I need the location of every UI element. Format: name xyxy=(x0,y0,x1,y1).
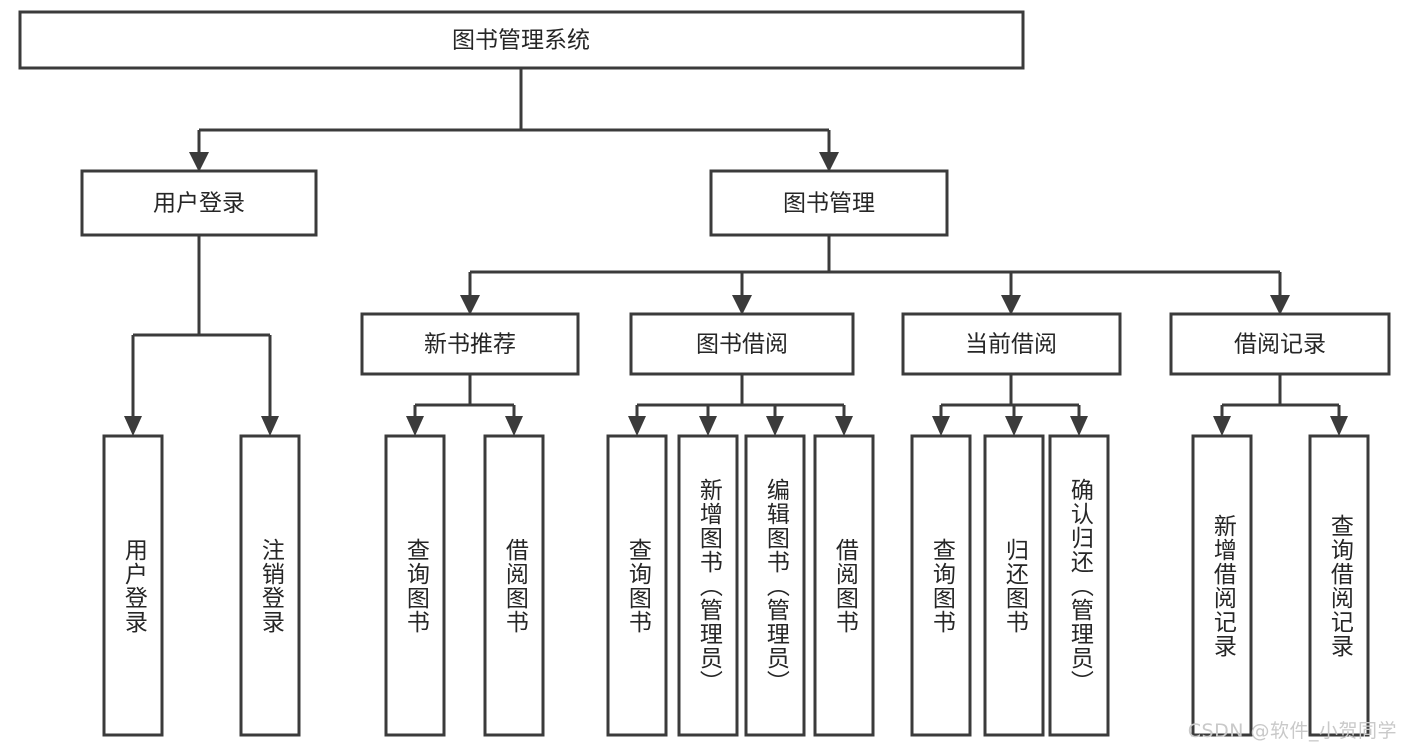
leaf-boxes-group xyxy=(102,434,1370,737)
node-user-login[interactable]: 用户登录 xyxy=(80,169,318,237)
node-box-user-login[interactable] xyxy=(80,169,318,237)
node-box-leaf-add-borrow-record[interactable] xyxy=(1191,434,1253,737)
node-book-manage[interactable]: 图书管理 xyxy=(709,169,949,237)
node-label-root: 图书管理系统 xyxy=(452,28,590,54)
node-book-borrow[interactable]: 图书借阅 xyxy=(629,312,855,376)
node-label-book-borrow: 图书借阅 xyxy=(696,332,788,358)
arrow-head-leaf-user-login xyxy=(124,416,142,436)
node-box-leaf-query-borrow-record[interactable] xyxy=(1308,434,1370,737)
node-box-leaf-borrow-book-1[interactable] xyxy=(483,434,545,737)
node-box-leaf-query-book-3[interactable] xyxy=(910,434,972,737)
node-root[interactable]: 图书管理系统 xyxy=(18,10,1025,70)
node-borrow-record[interactable]: 借阅记录 xyxy=(1169,312,1391,376)
node-box-leaf-logout[interactable] xyxy=(239,434,301,737)
arrow-head-leaf-confirm-return xyxy=(1070,416,1088,436)
node-label-new-book-recommend: 新书推荐 xyxy=(424,332,516,358)
arrow-head-book-borrow xyxy=(732,295,752,315)
node-box-root[interactable] xyxy=(18,10,1025,70)
node-box-book-manage[interactable] xyxy=(709,169,949,237)
arrow-head-borrow-record xyxy=(1270,295,1290,315)
node-label-current-borrow: 当前借阅 xyxy=(965,332,1057,358)
node-box-leaf-query-book-1[interactable] xyxy=(384,434,446,737)
node-box-borrow-record[interactable] xyxy=(1169,312,1391,376)
arrow-head-leaf-logout xyxy=(261,416,279,436)
arrow-head-leaf-edit-book xyxy=(766,416,784,436)
arrow-head-leaf-return-book xyxy=(1005,416,1023,436)
arrow-head-leaf-borrow-book-1 xyxy=(505,416,523,436)
node-box-leaf-add-book-admin[interactable] xyxy=(677,434,739,737)
arrow-head-leaf-query-book-2 xyxy=(628,416,646,436)
arrow-head-leaf-query-record xyxy=(1330,416,1348,436)
node-box-leaf-edit-book-admin[interactable] xyxy=(744,434,806,737)
node-box-leaf-borrow-book-2[interactable] xyxy=(813,434,875,737)
node-new-book-recommend[interactable]: 新书推荐 xyxy=(360,312,580,376)
arrow-head-leaf-query-book-3 xyxy=(932,416,950,436)
arrow-head-leaf-borrow-book-2 xyxy=(835,416,853,436)
node-box-leaf-query-book-2[interactable] xyxy=(606,434,668,737)
connectors-group xyxy=(124,68,1348,436)
arrow-head-current-borrow xyxy=(1001,295,1021,315)
node-box-current-borrow[interactable] xyxy=(901,312,1122,376)
arrow-head-user-login xyxy=(189,152,209,172)
node-current-borrow[interactable]: 当前借阅 xyxy=(901,312,1122,376)
arrow-head-leaf-add-book xyxy=(699,416,717,436)
node-label-user-login: 用户登录 xyxy=(153,191,245,217)
node-box-leaf-user-login[interactable] xyxy=(102,434,164,737)
node-box-book-borrow[interactable] xyxy=(629,312,855,376)
arrow-head-book-manage xyxy=(819,152,839,172)
csdn-watermark: CSDN @软件_小贺同学 xyxy=(1187,720,1397,742)
arrow-head-new-book xyxy=(460,295,480,315)
node-label-borrow-record: 借阅记录 xyxy=(1234,332,1326,358)
node-box-leaf-return-book[interactable] xyxy=(983,434,1045,737)
arrow-head-leaf-add-record xyxy=(1213,416,1231,436)
arrow-head-leaf-query-book-1 xyxy=(406,416,424,436)
node-label-book-manage: 图书管理 xyxy=(783,191,875,217)
node-box-new-book-recommend[interactable] xyxy=(360,312,580,376)
node-box-leaf-confirm-return-admin[interactable] xyxy=(1048,434,1110,737)
